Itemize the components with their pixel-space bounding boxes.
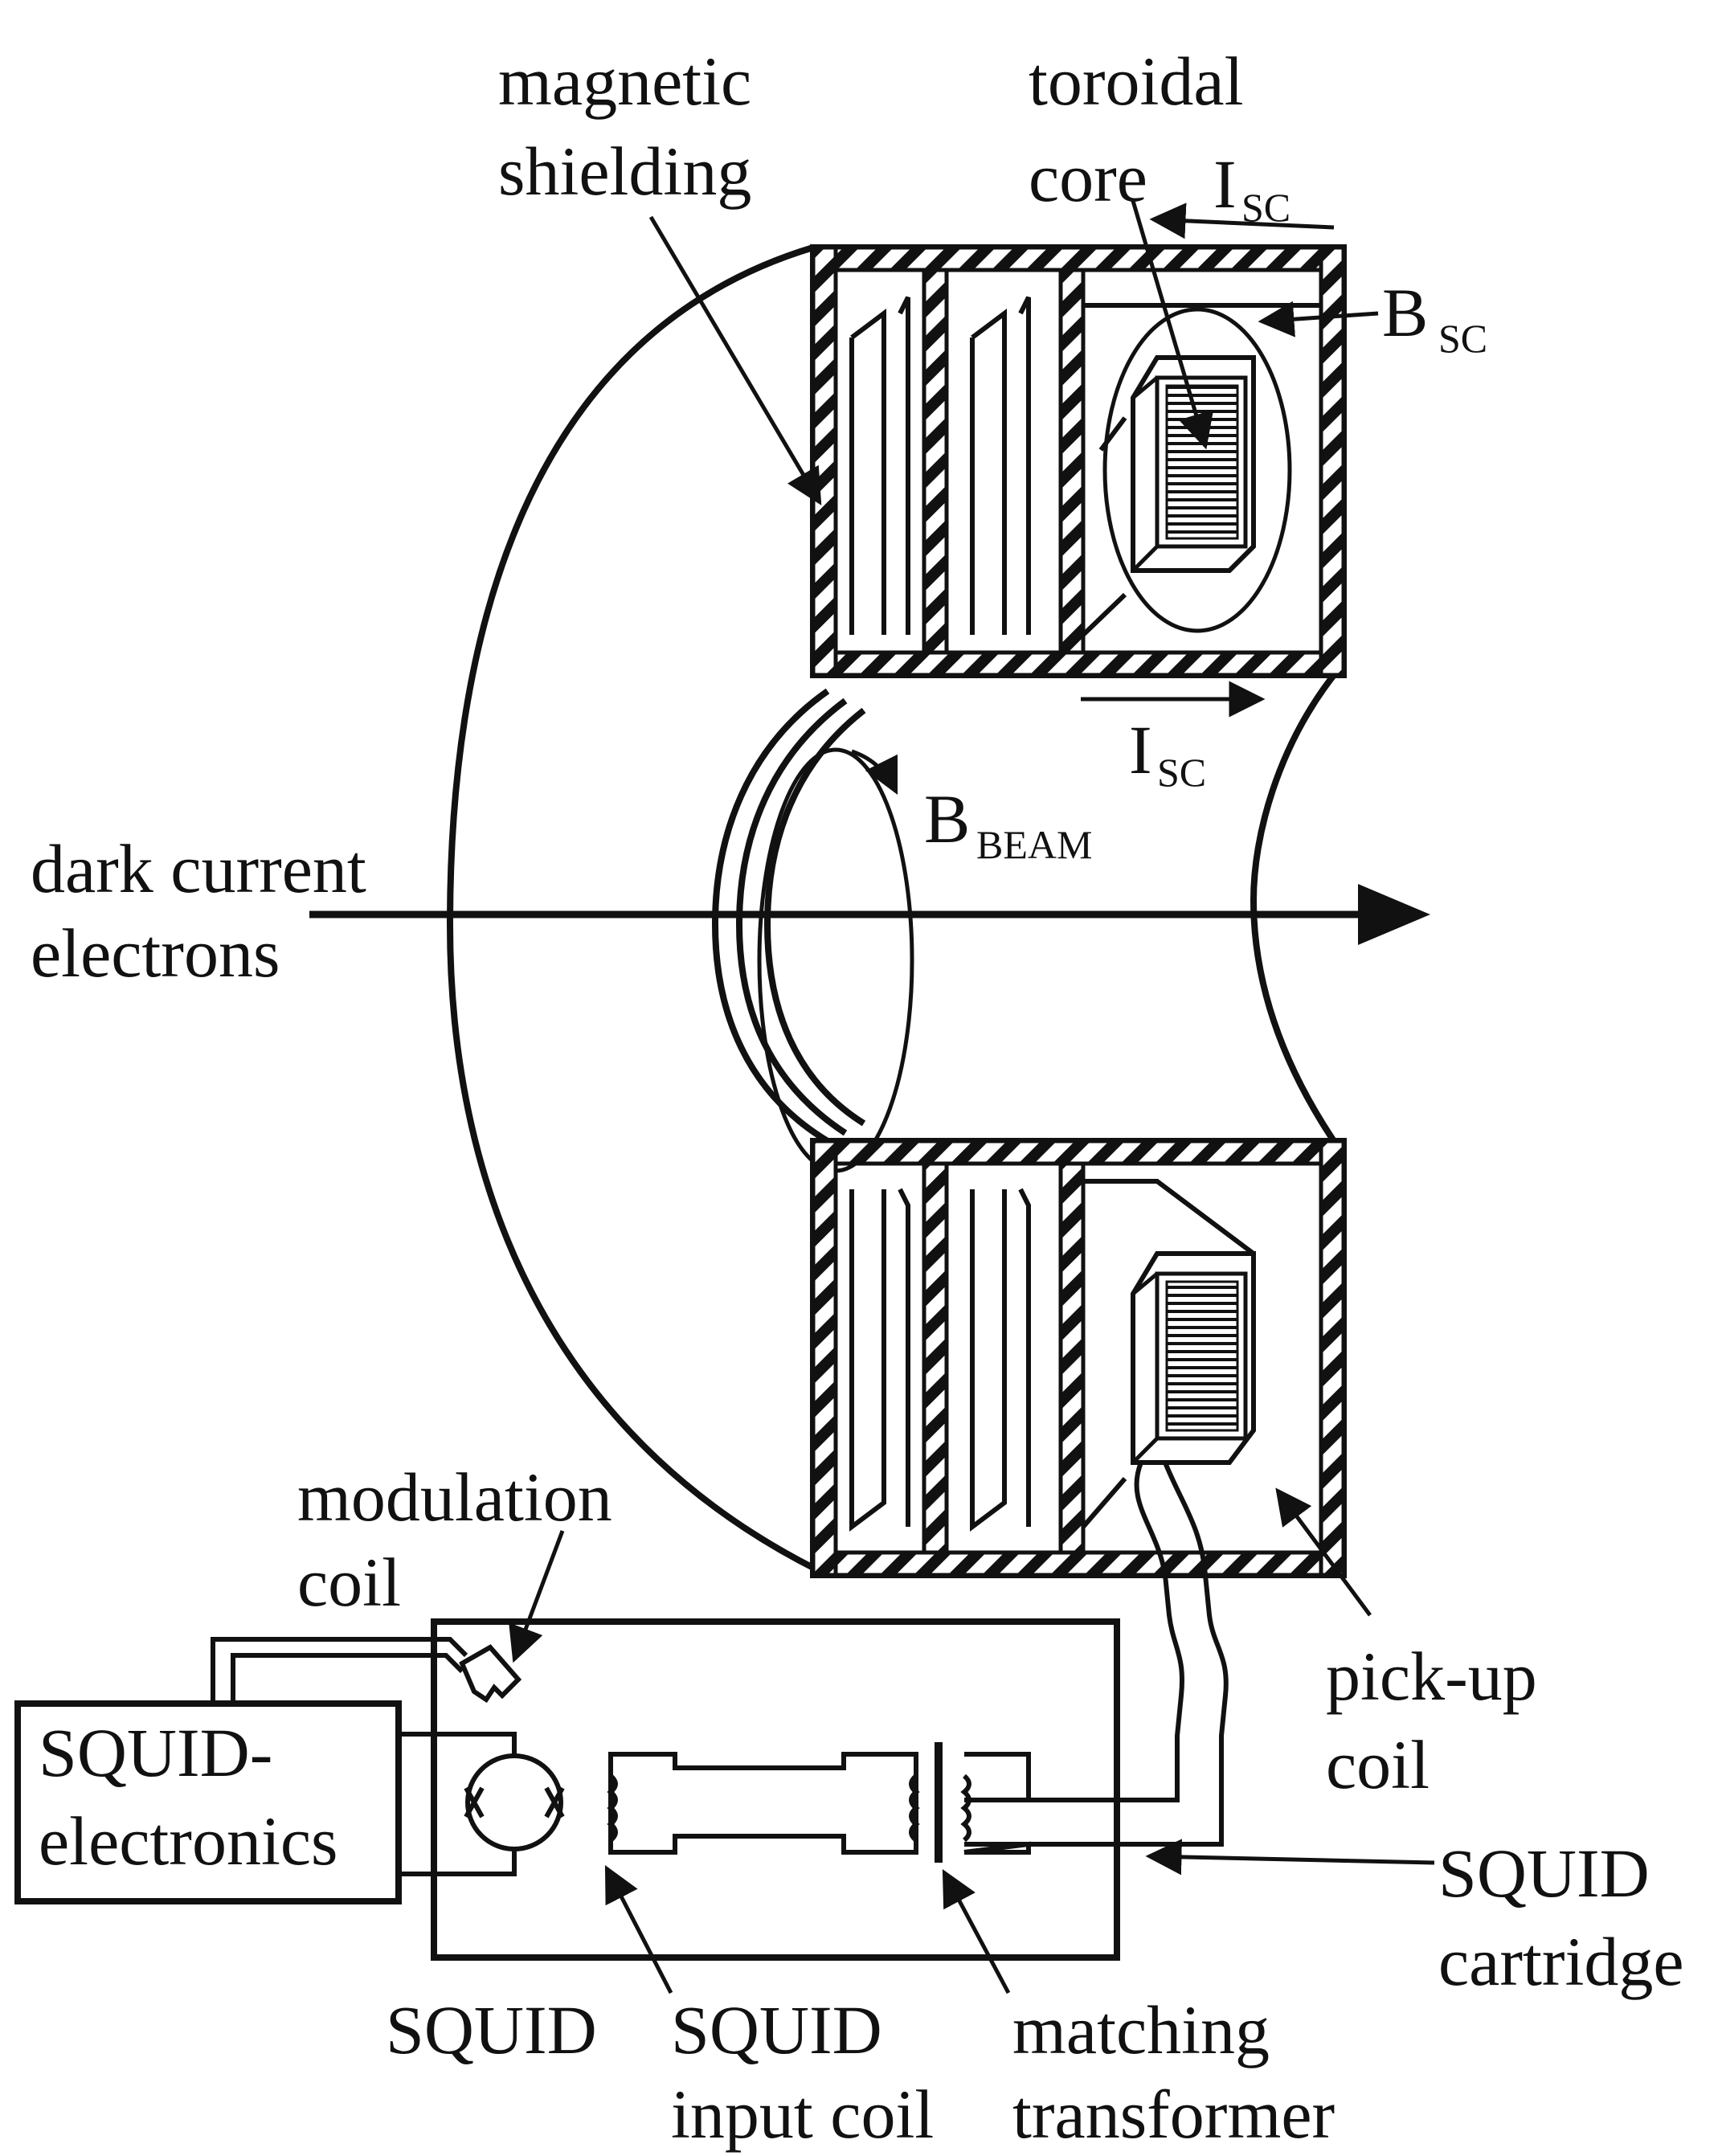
label-squid-electronics: SQUID- electronics (39, 1714, 337, 1880)
arrow-i-sc-top (1149, 203, 1335, 239)
label-b-beam: B BEAM (924, 780, 1092, 867)
label-i-sc-mid: I SC (1129, 711, 1206, 795)
label-b-sc-main: B (1382, 274, 1428, 351)
label-i-sc-top: I SC (1213, 145, 1290, 230)
label-squid-input-coil: SQUID input coil (671, 1991, 934, 2153)
arrow-magnetic-shielding (648, 215, 822, 505)
shielding-top-block (810, 244, 1347, 678)
label-b-sc-sub: SC (1438, 316, 1487, 361)
label-modulation-coil: modulation coil (297, 1458, 612, 1621)
label-dark-current-line2: electrons (31, 914, 280, 992)
label-modulation-coil-line1: modulation (297, 1458, 612, 1536)
arrow-squid (604, 1865, 673, 1994)
squid-ring (464, 1753, 565, 1851)
label-magnetic-shielding: magnetic shielding (498, 43, 751, 210)
label-dark-current-line1: dark current (31, 830, 366, 907)
label-i-sc-top-sub: SC (1241, 185, 1290, 230)
label-matching-transformer: matching transformer (1012, 1991, 1335, 2153)
electron-beam-arrowhead (1358, 884, 1430, 945)
arrow-squid-cartridge (1145, 1839, 1435, 1876)
toroidal-core-bottom (1131, 1251, 1256, 1465)
label-squid-cartridge: SQUID cartridge (1438, 1835, 1684, 2000)
beam-field-arrow (851, 749, 898, 796)
squid-cartridge-box (431, 1618, 1120, 1961)
label-b-sc: B SC (1382, 274, 1487, 361)
label-pick-up-coil-line2: coil (1326, 1726, 1430, 1803)
arrow-modulation-coil (509, 1530, 565, 1663)
arrow-b-sc (1258, 301, 1379, 338)
label-matching-transformer-line2: transformer (1012, 2076, 1335, 2153)
label-b-beam-sub: BEAM (976, 822, 1092, 867)
label-squid-electronics-line2: electronics (39, 1802, 337, 1880)
label-dark-current-electrons: dark current electrons (31, 830, 366, 992)
label-squid-cartridge-line1: SQUID (1438, 1835, 1650, 1912)
label-toroidal-core: toroidal core (1029, 43, 1244, 216)
beam-field-loop (757, 747, 914, 1173)
label-pick-up-coil: pick-up coil (1326, 1638, 1537, 1803)
label-pick-up-coil-line1: pick-up (1326, 1638, 1537, 1715)
label-squid-input-coil-line2: input coil (671, 2076, 934, 2153)
arrow-matching-transformer (942, 1869, 1011, 1994)
arrow-pick-up-coil (1275, 1487, 1372, 1617)
label-squid: SQUID (386, 1991, 597, 2068)
label-squid-electronics-line1: SQUID- (39, 1714, 272, 1791)
label-i-sc-mid-main: I (1129, 711, 1152, 788)
toroidal-core-top (1131, 355, 1256, 573)
label-modulation-coil-line2: coil (297, 1544, 401, 1621)
label-b-beam-main: B (924, 780, 970, 857)
squid-electronics-box (14, 1700, 402, 1904)
sc-field-loop (1102, 307, 1292, 633)
label-i-sc-mid-sub: SC (1157, 750, 1206, 795)
shielding-bottom-block (810, 1138, 1347, 1578)
arrow-toroidal-core (1131, 200, 1214, 450)
modulation-coil (459, 1644, 522, 1704)
label-magnetic-shielding-line1: magnetic (498, 43, 751, 120)
leader-arrows (509, 200, 1435, 1994)
label-toroidal-core-line2: core (1029, 139, 1147, 216)
label-squid-cartridge-line2: cartridge (1438, 1923, 1684, 2000)
label-toroidal-core-line1: toroidal (1029, 43, 1244, 120)
label-squid-input-coil-line1: SQUID (671, 1991, 882, 2068)
label-matching-transformer-line1: matching (1012, 1991, 1270, 2068)
label-magnetic-shielding-line2: shielding (498, 133, 751, 210)
pick-up-coil-leads (964, 1461, 1229, 1847)
input-coil-circuit (607, 1752, 1031, 1855)
squid-electronics-wiring (211, 1637, 517, 1876)
shielding-body-outline (446, 244, 1337, 1578)
label-i-sc-top-main: I (1213, 145, 1237, 223)
